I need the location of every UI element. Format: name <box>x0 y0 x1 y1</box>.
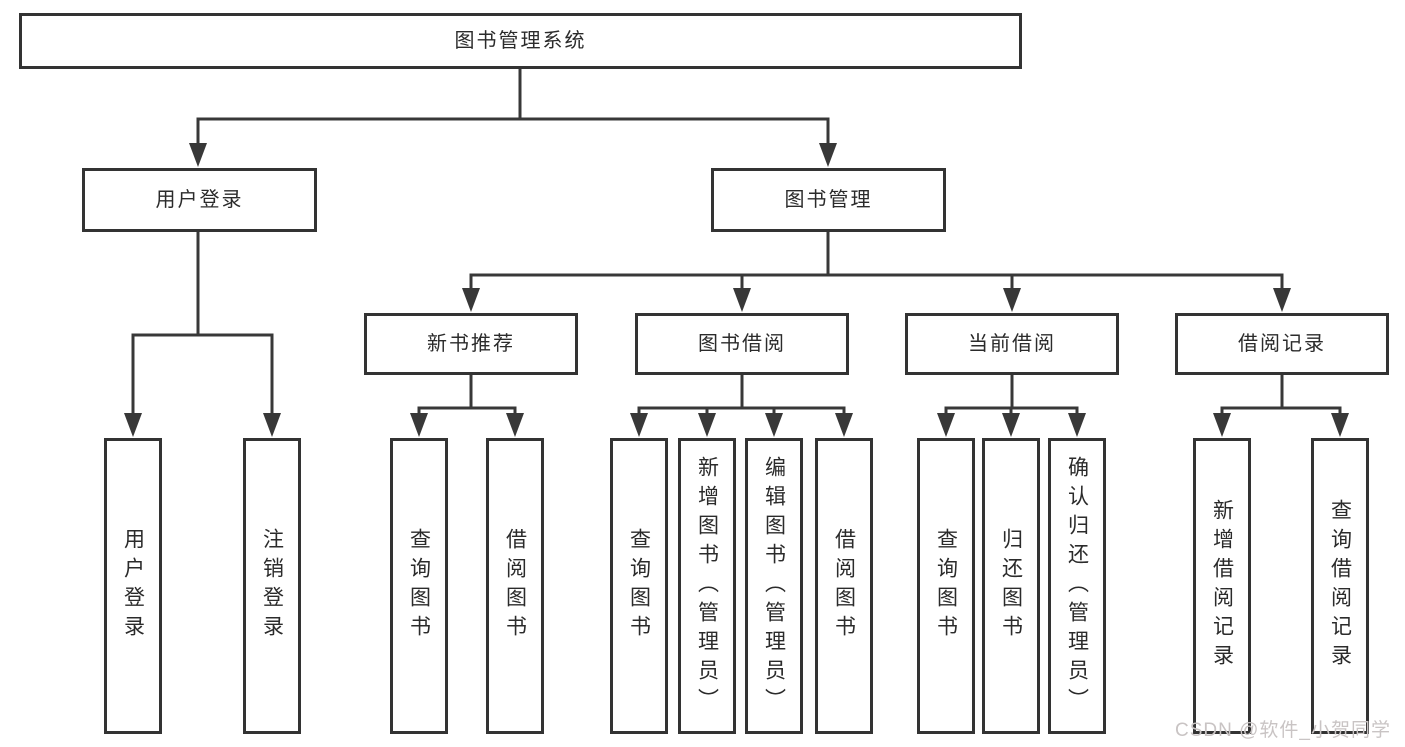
arrowhead-icon <box>124 413 142 437</box>
leaf-return-book: 归还图书 <box>982 438 1040 734</box>
leaf-confirm-return-admin: 确认归还（管理员） <box>1048 438 1106 734</box>
arrowhead-icon <box>263 413 281 437</box>
node-label: 注销登录 <box>260 528 284 644</box>
node-new-book-recommendation: 新书推荐 <box>364 313 578 375</box>
node-label: 借阅图书 <box>832 528 856 644</box>
watermark: CSDN @软件_小贺同学 <box>1175 720 1391 741</box>
node-book-management: 图书管理 <box>711 168 946 232</box>
node-user-login: 用户登录 <box>82 168 317 232</box>
leaf-query-book-recommend: 查询图书 <box>390 438 448 734</box>
leaf-add-book-admin: 新增图书（管理员） <box>678 438 736 734</box>
leaf-edit-book-admin: 编辑图书（管理员） <box>745 438 803 734</box>
connector-path <box>196 67 830 148</box>
arrowhead-icon <box>410 413 428 437</box>
arrowhead-icon <box>937 413 955 437</box>
node-label: 新增借阅记录 <box>1210 499 1234 673</box>
connector-path <box>944 373 1079 418</box>
node-label: 图书借阅 <box>698 333 786 355</box>
node-label: 借阅记录 <box>1238 333 1326 355</box>
arrowhead-icon <box>1003 288 1021 312</box>
leaf-borrow-book-borrowing: 借阅图书 <box>815 438 873 734</box>
leaf-borrow-book-recommend: 借阅图书 <box>486 438 544 734</box>
connector-path <box>417 373 517 418</box>
node-label: 借阅图书 <box>503 528 527 644</box>
node-label: 查询借阅记录 <box>1328 499 1352 673</box>
node-current-borrowing: 当前借阅 <box>905 313 1119 375</box>
arrowhead-icon <box>1213 413 1231 437</box>
node-label: 编辑图书（管理员） <box>762 455 786 717</box>
connector-path <box>1220 373 1342 418</box>
node-label: 查询图书 <box>407 528 431 644</box>
arrowhead-icon <box>1273 288 1291 312</box>
leaf-user-login: 用户登录 <box>104 438 162 734</box>
leaf-add-borrow-record: 新增借阅记录 <box>1193 438 1251 734</box>
arrowhead-icon <box>819 143 837 167</box>
node-label: 确认归还（管理员） <box>1065 455 1089 717</box>
node-label: 图书管理系统 <box>454 30 587 52</box>
arrowhead-icon <box>698 413 716 437</box>
arrowhead-icon <box>189 143 207 167</box>
node-label: 当前借阅 <box>968 333 1056 355</box>
node-label: 用户登录 <box>155 189 244 211</box>
arrowhead-icon <box>765 413 783 437</box>
root-node: 图书管理系统 <box>19 13 1022 69</box>
arrowhead-icon <box>1331 413 1349 437</box>
node-label: 用户登录 <box>121 528 145 644</box>
node-borrowing-records: 借阅记录 <box>1175 313 1389 375</box>
connector-path <box>469 230 1284 293</box>
connector-path <box>131 230 274 418</box>
arrowhead-icon <box>1068 413 1086 437</box>
node-label: 图书管理 <box>784 189 873 211</box>
arrowhead-icon <box>630 413 648 437</box>
leaf-query-borrow-record: 查询借阅记录 <box>1311 438 1369 734</box>
connector-path <box>637 373 846 418</box>
arrowhead-icon <box>462 288 480 312</box>
node-label: 新书推荐 <box>427 333 515 355</box>
leaf-logout: 注销登录 <box>243 438 301 734</box>
arrowhead-icon <box>835 413 853 437</box>
arrowhead-icon <box>506 413 524 437</box>
node-label: 归还图书 <box>999 528 1023 644</box>
arrowhead-icon <box>733 288 751 312</box>
node-book-borrowing: 图书借阅 <box>635 313 849 375</box>
arrowhead-icon <box>1002 413 1020 437</box>
node-label: 新增图书（管理员） <box>695 455 719 717</box>
leaf-query-book-borrowing: 查询图书 <box>610 438 668 734</box>
node-label: 查询图书 <box>627 528 651 644</box>
node-label: 查询图书 <box>934 528 958 644</box>
leaf-query-book-current: 查询图书 <box>917 438 975 734</box>
